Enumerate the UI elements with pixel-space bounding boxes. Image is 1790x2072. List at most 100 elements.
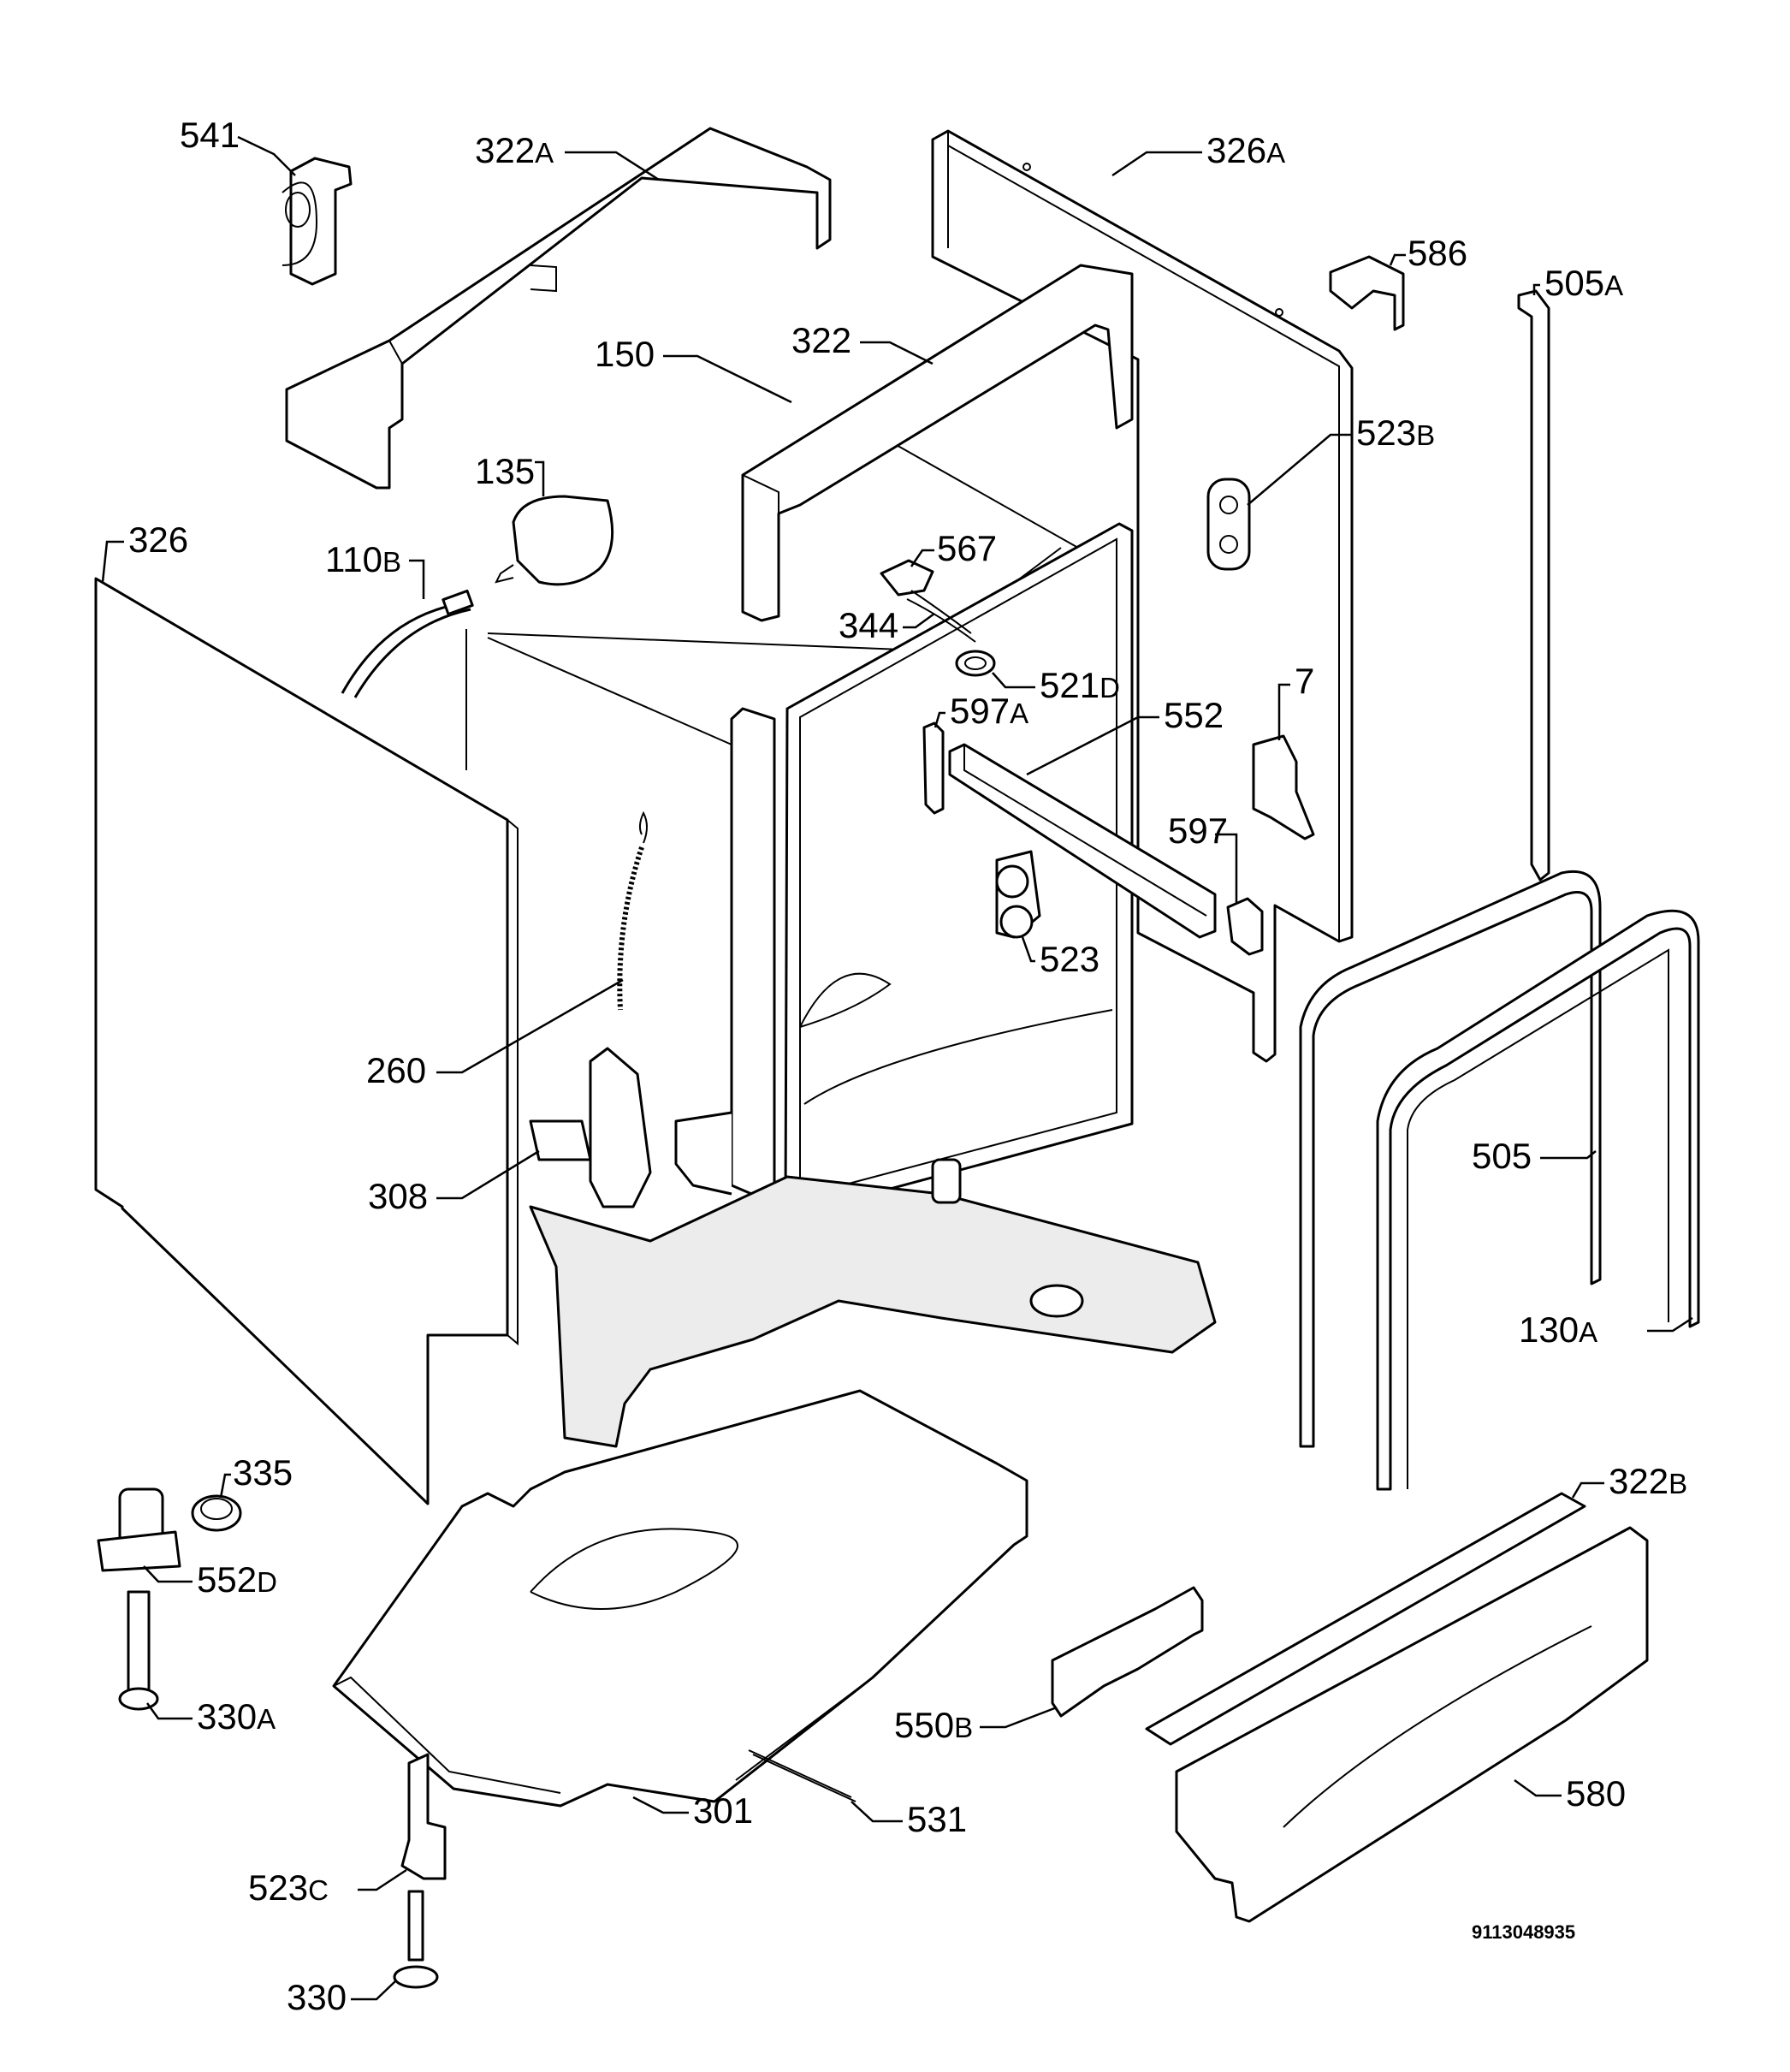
- callout-number: 150: [595, 334, 655, 374]
- leader-line: [910, 549, 934, 567]
- callout-suffix: D: [1099, 672, 1120, 704]
- leader-line: [1111, 151, 1202, 177]
- callout-suffix: B: [1668, 1468, 1687, 1499]
- callout-344: 344: [839, 605, 898, 645]
- callout-531: 531: [907, 1799, 967, 1839]
- part-523b-grommet: [1206, 478, 1251, 571]
- leader-line: [632, 1796, 689, 1814]
- callout-597: 597: [1168, 810, 1228, 851]
- part-552-rail: [948, 743, 1217, 939]
- part-580-kickplate: [1175, 1526, 1649, 1923]
- callout-number: 523: [1040, 939, 1099, 979]
- callout-308: 308: [368, 1176, 428, 1216]
- callout-580: 580: [1566, 1773, 1626, 1814]
- leader-line: [1247, 433, 1352, 506]
- leader-line: [436, 1149, 540, 1200]
- part-521d-ring: [955, 650, 996, 677]
- leader-line: [143, 1565, 193, 1583]
- callout-326a: 326A: [1206, 130, 1285, 170]
- callout-number: 135: [475, 451, 535, 491]
- callout-586: 586: [1408, 233, 1467, 273]
- callout-number: 301: [693, 1790, 753, 1831]
- leader-line: [851, 1801, 903, 1823]
- leader-lines: [101, 135, 1693, 2001]
- leader-line: [663, 354, 792, 404]
- callout-552: 552: [1164, 695, 1224, 735]
- callout-number: 330: [197, 1696, 257, 1737]
- part-7-lock: [1252, 734, 1315, 840]
- leader-line: [1277, 683, 1290, 740]
- part-597-clip: [1226, 897, 1264, 956]
- leader-line: [903, 612, 935, 629]
- callout-number: 523: [1356, 413, 1416, 453]
- callout-523: 523: [1040, 939, 1099, 979]
- document-number: 9113048935: [1472, 1921, 1575, 1943]
- callout-322b: 322B: [1609, 1461, 1687, 1501]
- callout-number: 335: [233, 1452, 293, 1493]
- leader-line: [237, 135, 296, 176]
- callout-521d: 521D: [1040, 665, 1120, 705]
- leader-line: [1389, 253, 1406, 266]
- leader-line: [1532, 283, 1540, 295]
- callout-335: 335: [233, 1452, 293, 1493]
- callout-505: 505: [1472, 1136, 1532, 1176]
- part-base-frame: [529, 1158, 1217, 1448]
- part-322-frame: [741, 264, 1134, 622]
- part-335-pinion: [191, 1494, 242, 1532]
- part-523c-hinge-plate: [400, 1753, 447, 1880]
- callout-number: 330: [287, 1977, 347, 2017]
- callout-number: 260: [366, 1050, 426, 1090]
- callout-number: 580: [1566, 1773, 1626, 1814]
- leader-line: [980, 1706, 1058, 1729]
- callout-number: 110: [325, 539, 382, 579]
- callout-567: 567: [937, 528, 997, 568]
- leader-line: [992, 672, 1035, 689]
- leader-line: [1647, 1316, 1693, 1333]
- part-308-hinge: [529, 1047, 652, 1208]
- part-door-frame: [674, 522, 1134, 1217]
- callout-number: 586: [1408, 233, 1467, 273]
- callout-150: 150: [595, 334, 655, 374]
- part-541-clip: [282, 157, 353, 286]
- leader-line: [1540, 1150, 1597, 1160]
- callout-number: 541: [180, 115, 240, 155]
- leader-line: [1026, 715, 1159, 776]
- callout-330: 330: [287, 1977, 347, 2017]
- part-322b-front-rail: [1145, 1492, 1586, 1746]
- callout-326: 326: [128, 519, 188, 560]
- callout-number: 597: [950, 691, 1010, 731]
- callout-597a: 597A: [950, 691, 1028, 731]
- part-135-chamber: [495, 495, 614, 586]
- part-260-spring: [617, 810, 648, 1011]
- leader-line: [860, 341, 934, 365]
- leader-line: [1571, 1481, 1604, 1499]
- callout-suffix: D: [257, 1566, 277, 1598]
- part-597a-clip: [922, 721, 945, 815]
- callout-523b: 523B: [1356, 413, 1435, 453]
- callout-suffix: A: [535, 137, 554, 169]
- callout-523c: 523C: [248, 1867, 329, 1908]
- part-550b-bracket: [1051, 1586, 1204, 1718]
- callout-505a: 505A: [1544, 263, 1623, 303]
- callout-number: 130: [1519, 1309, 1579, 1350]
- callout-number: 505: [1472, 1136, 1532, 1176]
- callout-7: 7: [1295, 661, 1314, 701]
- callout-number: 552: [1164, 695, 1224, 735]
- part-130a-seal-loop: [1376, 909, 1700, 1491]
- callout-suffix: B: [954, 1712, 973, 1743]
- callout-number: 7: [1295, 661, 1314, 701]
- callout-suffix: A: [1010, 698, 1028, 729]
- callout-110b: 110B: [325, 539, 401, 579]
- callout-suffix: B: [1416, 419, 1435, 451]
- callout-301: 301: [693, 1790, 753, 1831]
- leader-line: [101, 540, 124, 583]
- callout-260: 260: [366, 1050, 426, 1090]
- leader-line: [409, 559, 425, 599]
- callout-number: 326: [128, 519, 188, 560]
- leader-line: [358, 1868, 407, 1891]
- part-523-connectors: [995, 850, 1041, 939]
- leader-line: [436, 978, 624, 1074]
- callout-number: 552: [197, 1559, 257, 1600]
